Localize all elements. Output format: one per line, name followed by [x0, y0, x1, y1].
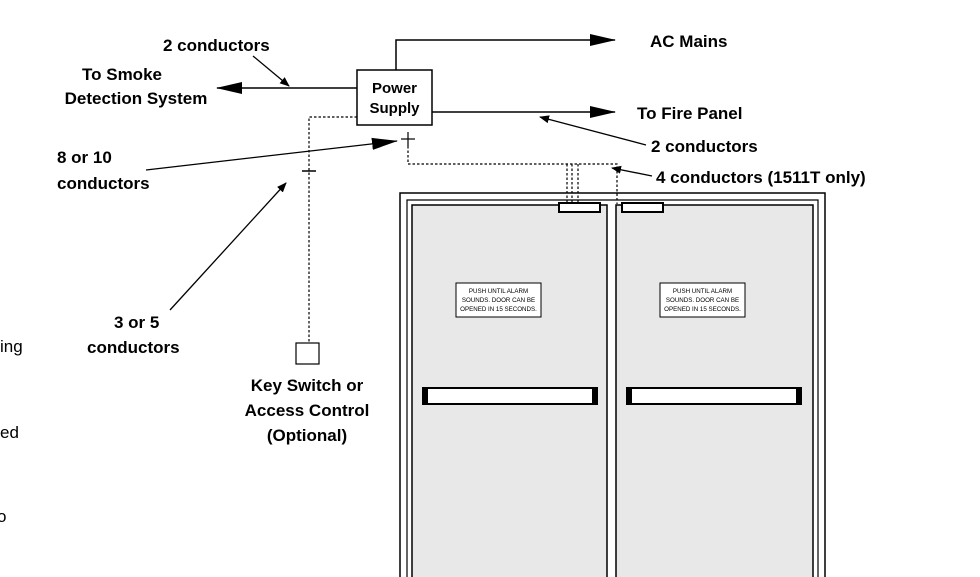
left-door-top-device — [558, 202, 601, 213]
eight-ten-conductors-label-1: 8 or 10 — [57, 148, 112, 167]
double-door: PUSH UNTIL ALARM SOUNDS. DOOR CAN BE OPE… — [399, 192, 826, 577]
power-supply-box — [356, 69, 433, 126]
right-push-bar-end-l — [627, 388, 632, 404]
two-conductors-top-label: 2 conductors — [163, 36, 270, 55]
power-supply-label-1: Power — [372, 80, 417, 97]
cropped-text-3: o — [0, 507, 6, 526]
smoke-label-1: To Smoke — [82, 65, 162, 84]
left-door-sign-line2: SOUNDS. DOOR CAN BE — [462, 297, 535, 304]
eight-ten-conductors-label-2: conductors — [57, 174, 150, 193]
cropped-text-1: ing — [0, 337, 23, 356]
three-five-conductors-label-1: 3 or 5 — [114, 313, 159, 332]
left-door-push-bar — [422, 387, 598, 405]
left-door-sign-line1: PUSH UNTIL ALARM — [469, 288, 528, 295]
right-door-sign — [659, 282, 746, 318]
two-conductors-right-label: 2 conductors — [651, 137, 758, 156]
right-door-push-bar — [626, 387, 802, 405]
right-door-sign-line1: PUSH UNTIL ALARM — [673, 288, 732, 295]
eight-ten-conductors-pointer — [145, 137, 398, 171]
right-push-bar-end-r — [796, 388, 801, 404]
fire-panel-label: To Fire Panel — [637, 104, 743, 123]
right-door-top-device — [621, 202, 664, 213]
right-door-sign-line3: OPENED IN 15 SECONDS. — [664, 306, 741, 313]
left-push-bar-end-l — [423, 388, 428, 404]
key-switch-label-2: Access Control — [245, 401, 370, 420]
four-conductors-pointer — [611, 165, 653, 177]
key-switch-wire — [308, 116, 357, 343]
four-conductors-label: 4 conductors (1511T only) — [656, 168, 866, 187]
door-frame-inner — [406, 199, 819, 577]
right-door-sign-line2: SOUNDS. DOOR CAN BE — [666, 297, 739, 304]
left-push-bar-end-r — [592, 388, 597, 404]
two-conductors-right-pointer — [539, 115, 647, 146]
key-switch-box — [295, 342, 320, 365]
left-door-sign — [455, 282, 542, 318]
left-door-sign-line3: OPENED IN 15 SECONDS. — [460, 306, 537, 313]
power-supply-label-2: Supply — [369, 100, 420, 117]
cropped-text-2: ed — [0, 423, 19, 442]
ac-mains-wire — [395, 34, 616, 70]
key-switch-label-3: (Optional) — [267, 426, 347, 445]
ac-mains-label: AC Mains — [650, 32, 727, 51]
door-frame-outer — [399, 192, 826, 577]
key-switch-label-1: Key Switch or — [251, 376, 364, 395]
three-five-conductors-label-2: conductors — [87, 338, 180, 357]
smoke-label-2: Detection System — [65, 89, 208, 108]
two-conductors-top-pointer — [252, 55, 290, 87]
door-wire-main — [407, 146, 618, 204]
three-five-conductors-pointer — [169, 182, 287, 311]
